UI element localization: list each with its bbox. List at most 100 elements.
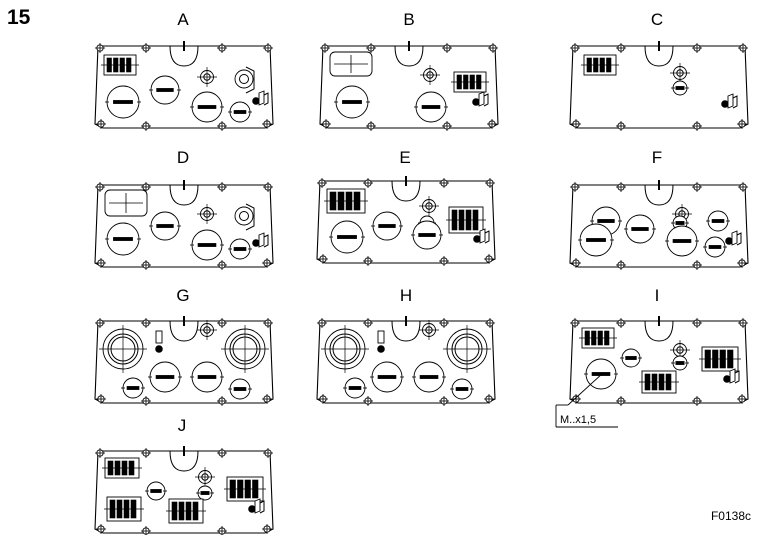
earth-terminal xyxy=(721,100,729,108)
center-cutout xyxy=(391,320,421,342)
earth-clamp xyxy=(479,228,486,244)
center-cutout xyxy=(644,320,674,342)
panel-label-g: G xyxy=(176,286,189,305)
earth-clamp xyxy=(484,230,490,244)
gland-slot xyxy=(156,224,174,228)
gland-slot xyxy=(348,386,362,390)
earth-stud xyxy=(155,330,163,344)
panel-f: F xyxy=(569,148,749,270)
gland-slot xyxy=(708,245,722,249)
gland-slot xyxy=(113,100,133,104)
earth-clamp xyxy=(727,93,734,109)
gland-slot xyxy=(197,105,217,109)
center-cutout xyxy=(391,180,421,202)
earth-clamp xyxy=(478,91,485,107)
earth-clamp xyxy=(263,234,269,248)
center-cutout xyxy=(644,184,674,206)
angled-gland-inner xyxy=(239,74,249,84)
gland-slot xyxy=(631,227,649,231)
panel-j: J xyxy=(94,416,274,535)
panel-h: H xyxy=(316,286,496,406)
earth-stud xyxy=(377,330,385,344)
earth-clamp xyxy=(483,93,489,107)
earth-terminal xyxy=(252,239,260,247)
earth-clamp xyxy=(729,368,736,384)
gland-slot xyxy=(597,219,615,223)
thread-callout: M..x1,5 xyxy=(555,372,618,428)
earth-terminal xyxy=(472,98,480,106)
panel-a: A xyxy=(94,10,274,131)
panel-c: C xyxy=(569,10,749,131)
angled-gland-inner xyxy=(239,211,249,221)
gland-slot xyxy=(675,86,685,90)
gland-slot xyxy=(419,375,439,379)
earth-point xyxy=(155,345,163,353)
gland-slot xyxy=(113,237,133,241)
earth-point xyxy=(377,345,385,353)
gland-slot xyxy=(586,238,606,242)
angled-gland xyxy=(234,206,254,226)
gland-slot xyxy=(150,489,162,493)
center-cutout xyxy=(169,450,199,472)
gland-slot xyxy=(711,219,725,223)
gland-slot xyxy=(233,247,247,251)
gland-slot xyxy=(200,491,210,495)
panel-d: D xyxy=(94,148,274,270)
angled-gland-body xyxy=(245,203,255,231)
gland-slot xyxy=(337,235,357,239)
earth-terminal xyxy=(252,97,260,105)
gland-slot xyxy=(418,233,436,237)
gland-slot xyxy=(155,375,175,379)
angled-gland xyxy=(234,69,254,89)
center-cutout xyxy=(169,320,199,342)
gland-slot xyxy=(378,224,396,228)
gland-slot xyxy=(233,110,247,114)
gland-slot xyxy=(455,387,469,391)
panel-label-f: F xyxy=(652,148,662,167)
gland-slot xyxy=(342,100,362,104)
earth-clamp xyxy=(254,498,261,514)
thread-size-label: M..x1,5 xyxy=(560,414,596,426)
gland-slot xyxy=(377,375,397,379)
panel-i: I xyxy=(569,286,749,406)
panel-label-c: C xyxy=(651,10,663,29)
earth-clamp xyxy=(263,92,269,106)
panel-label-a: A xyxy=(177,10,189,29)
earth-clamp xyxy=(731,230,738,246)
gland-slot xyxy=(421,105,441,109)
earth-clamp xyxy=(734,370,740,384)
center-cutout xyxy=(644,45,674,67)
panel-label-i: I xyxy=(655,286,660,305)
panel-b: B xyxy=(319,10,499,131)
gland-slot xyxy=(625,356,637,360)
reference-code: F0138c xyxy=(710,509,751,523)
earth-terminal xyxy=(473,235,481,243)
angled-gland-body xyxy=(245,66,255,94)
center-cutout xyxy=(394,45,424,67)
earth-terminal xyxy=(248,505,256,513)
panel-e: E xyxy=(316,148,496,266)
gland-slot xyxy=(675,221,685,225)
earth-terminal xyxy=(723,375,731,383)
gland-slot xyxy=(197,375,217,379)
earth-clamp xyxy=(259,500,265,514)
panel-label-b: B xyxy=(403,10,414,29)
figure-number: 15 xyxy=(7,6,31,29)
gland-slot xyxy=(675,361,685,365)
earth-clamp xyxy=(258,90,265,106)
panel-label-e: E xyxy=(399,148,410,167)
center-cutout xyxy=(169,45,199,67)
panel-g: G xyxy=(94,286,274,406)
gland-slot xyxy=(233,387,247,391)
earth-clamp xyxy=(732,95,738,109)
panel-label-j: J xyxy=(178,416,187,435)
earth-clamp xyxy=(736,232,742,246)
earth-terminal xyxy=(725,237,733,245)
gland-slot xyxy=(672,239,692,243)
center-cutout xyxy=(169,184,199,206)
gland-slot xyxy=(591,372,611,376)
gland-slot xyxy=(197,243,217,247)
gland-slot xyxy=(156,88,174,92)
panel-label-d: D xyxy=(177,148,189,167)
